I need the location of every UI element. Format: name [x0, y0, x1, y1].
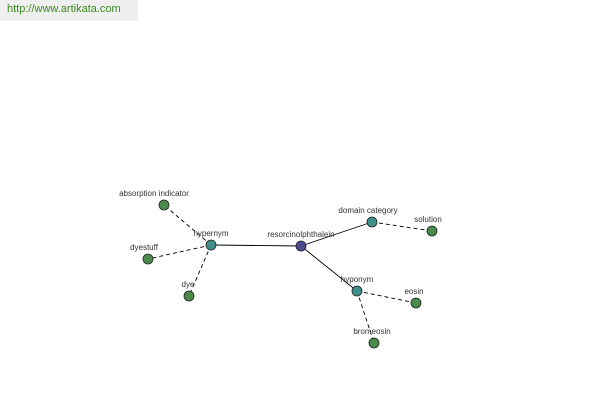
node-dyestuff[interactable] — [142, 253, 154, 265]
edge-center-hyponym — [300, 245, 358, 292]
node-hyponym[interactable] — [351, 285, 363, 297]
node-solution[interactable] — [426, 225, 438, 237]
edge-hypernym-dye — [188, 244, 212, 297]
node-eosin[interactable] — [410, 297, 422, 309]
node-label-dye[interactable]: dye — [182, 280, 195, 289]
graph-labels: resorcinolphthalein hypernym domain catego… — [119, 189, 442, 336]
url-bar: http://www.artikata.com — [0, 0, 138, 21]
node-bromeosin[interactable] — [368, 337, 380, 349]
node-center[interactable] — [295, 240, 307, 252]
edge-hyponym-bromeosin — [356, 290, 375, 344]
node-label-center[interactable]: resorcinolphthalein — [267, 230, 334, 239]
node-hypernym[interactable] — [205, 239, 217, 251]
node-label-bromeosin[interactable]: bromeosin — [353, 327, 390, 336]
graph-nodes — [142, 199, 438, 349]
node-dye[interactable] — [183, 290, 195, 302]
edge-center-domain — [300, 221, 373, 247]
edge-domain-solution — [371, 221, 433, 232]
edge-center-hypernym — [210, 244, 302, 247]
node-label-eosin[interactable]: eosin — [404, 287, 423, 296]
edge-hyponym-eosin — [356, 290, 417, 304]
site-url-link[interactable]: http://www.artikata.com — [7, 3, 121, 15]
node-label-hypernym[interactable]: hypernym — [193, 229, 228, 238]
edge-hypernym-absorption — [163, 204, 212, 246]
node-domain[interactable] — [366, 216, 378, 228]
node-label-hyponym[interactable]: hyponym — [341, 275, 374, 284]
graph-edges — [147, 204, 433, 344]
node-label-dyestuff[interactable]: dyestuff — [130, 243, 159, 252]
node-absorption[interactable] — [158, 199, 170, 211]
edge-hypernym-dyestuff — [147, 244, 212, 260]
node-label-absorption[interactable]: absorption indicator — [119, 189, 189, 198]
node-label-solution[interactable]: solution — [414, 215, 442, 224]
node-label-domain[interactable]: domain category — [338, 206, 397, 215]
